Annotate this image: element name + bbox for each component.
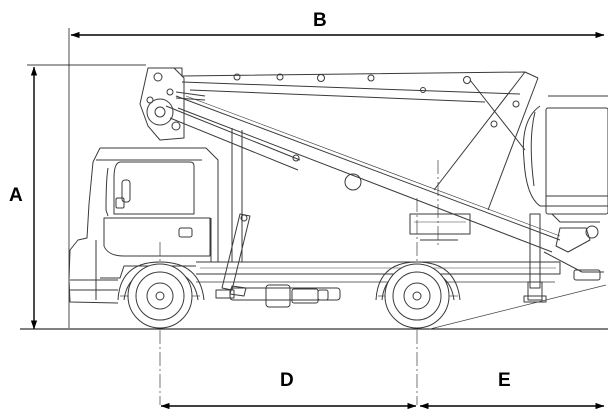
dimension-label-d: D xyxy=(280,370,294,391)
departure-angle-line xyxy=(429,284,607,330)
boom-head xyxy=(139,67,206,141)
main-boom xyxy=(175,95,561,253)
dimension-label-b: B xyxy=(313,10,327,31)
upper-boom xyxy=(160,67,539,103)
cab xyxy=(68,147,219,304)
truck xyxy=(68,67,608,329)
turret xyxy=(409,213,471,241)
dimension-label-a: A xyxy=(9,185,23,206)
door-handle xyxy=(178,227,193,238)
rear-wheel xyxy=(375,261,461,329)
jib-tower xyxy=(433,71,539,211)
dimension-label-e: E xyxy=(498,370,511,391)
front-wheel xyxy=(117,261,205,329)
cab-mirror xyxy=(121,179,131,203)
front-outrigger xyxy=(215,213,251,299)
fuel-tank xyxy=(229,284,341,308)
cab-door xyxy=(103,217,211,257)
rear-outrigger xyxy=(523,213,604,303)
basket xyxy=(522,95,608,253)
cab-window xyxy=(113,161,195,215)
dimension-lines xyxy=(20,28,608,410)
lower-arm xyxy=(165,105,301,262)
